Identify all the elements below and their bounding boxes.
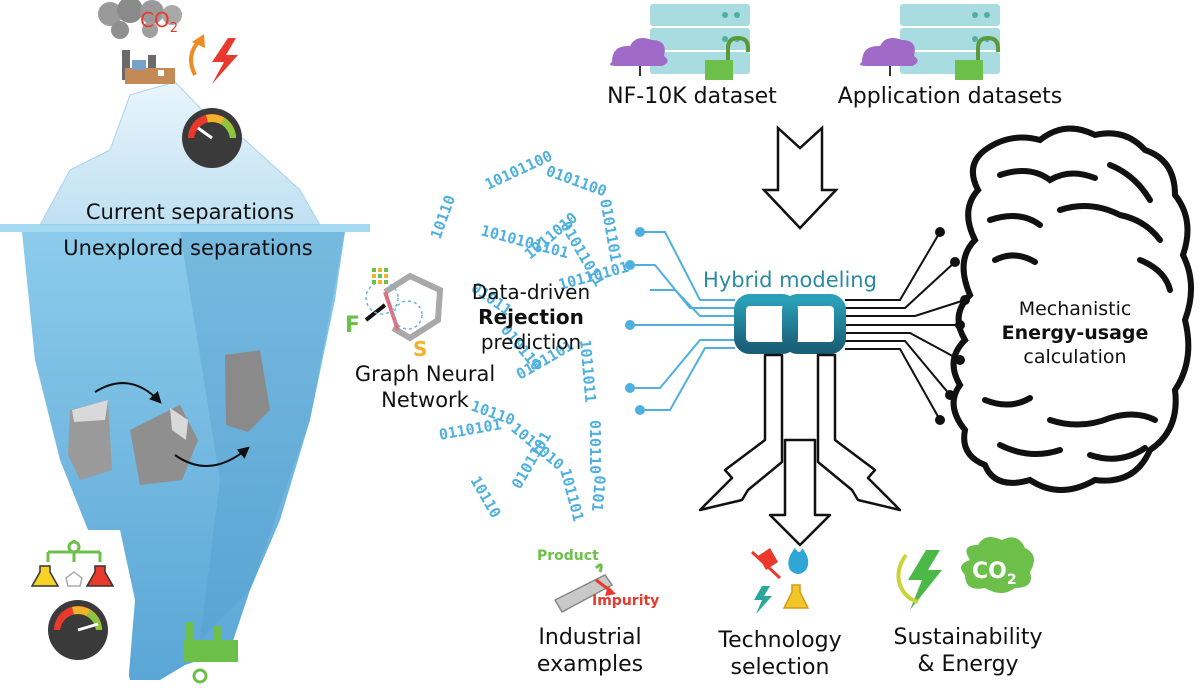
technology-selection-line2: selection — [730, 655, 830, 680]
membrane-sheet-icon — [553, 563, 616, 614]
right-circuit-lines — [845, 227, 970, 425]
brain-label-line3: calculation — [1023, 346, 1127, 368]
application-datasets-label: Application datasets — [837, 84, 1063, 109]
industrial-examples-line1: Industrial — [538, 625, 642, 650]
sustainability-energy-line1: Sustainability — [893, 625, 1043, 650]
co2-cloud-label: CO2 — [972, 559, 1017, 588]
svg-text:0110101: 0110101 — [438, 415, 503, 444]
current-separations-label: Current separations — [85, 200, 295, 224]
increase-arrowhead — [192, 34, 205, 48]
flowsheet-icon — [46, 540, 102, 562]
server-icon-nf10k — [610, 4, 750, 80]
gauge-icon-low — [48, 600, 108, 660]
lightning-icon — [212, 38, 238, 84]
svg-text:0101: 0101 — [588, 475, 609, 513]
svg-text:0101101: 0101101 — [596, 198, 625, 263]
unexplored-separations-label: Unexplored separations — [63, 236, 313, 260]
rock-left — [68, 400, 112, 480]
nf10k-dataset-label: NF-10K dataset — [607, 84, 777, 109]
atom-s-label: S — [413, 337, 427, 361]
gnn-label-line2: Network — [381, 388, 469, 412]
brain-label-line2: Energy-usage — [1001, 322, 1149, 344]
hybrid-modeling-label: Hybrid modeling — [703, 268, 877, 292]
rock-middle — [130, 405, 198, 485]
svg-text:1011011: 1011011 — [576, 339, 599, 404]
rejection-label-line2: Rejection — [478, 305, 584, 329]
co2-label: CO2 — [140, 8, 178, 36]
split-arrow — [698, 353, 902, 547]
iceberg-top — [39, 81, 321, 226]
technology-icons — [750, 548, 810, 614]
merge-arrow — [761, 125, 839, 230]
industrial-examples-line2: examples — [536, 652, 644, 677]
gnn-label-line1: Graph Neural — [354, 362, 496, 386]
svg-text:10110: 10110 — [427, 193, 459, 242]
svg-text:010110: 010110 — [586, 420, 604, 474]
transfer-arrow-1 — [94, 382, 162, 404]
thiophene-molecule — [364, 268, 444, 342]
molecule-small-icon — [65, 571, 83, 587]
product-label: Product — [537, 548, 599, 564]
water-line — [0, 224, 370, 232]
technology-selection-line1: Technology — [718, 628, 842, 653]
left-circuit-lines — [625, 227, 735, 415]
chain-link-icon — [734, 294, 846, 354]
transfer-arrow-2 — [174, 446, 250, 467]
brain-label-line1: Mechanistic — [1018, 298, 1132, 320]
increase-arrow-icon — [189, 38, 202, 76]
flask-yellow-icon — [30, 565, 60, 587]
rock-right — [225, 350, 270, 432]
factory-icon — [98, 0, 182, 84]
atom-f-label: F — [345, 313, 360, 338]
rejection-label-line1: Data-driven — [471, 280, 591, 304]
svg-text:10110: 10110 — [467, 473, 505, 521]
rejection-label-line3: prediction — [480, 330, 582, 354]
sustainability-energy-line2: & Energy — [917, 652, 1019, 677]
svg-text:101101: 101101 — [556, 466, 587, 523]
green-factory-icon — [183, 622, 238, 684]
server-icon-application — [860, 4, 1000, 80]
gauge-icon-high — [182, 108, 242, 168]
sustainability-icon — [896, 536, 1034, 610]
brain-icon — [950, 125, 1195, 493]
iceberg-shade — [180, 232, 345, 640]
impurity-label: Impurity — [592, 593, 660, 609]
flask-red-icon — [85, 565, 115, 587]
svg-text:10101100: 10101100 — [482, 147, 555, 194]
svg-text:0101100: 0101100 — [544, 162, 610, 201]
